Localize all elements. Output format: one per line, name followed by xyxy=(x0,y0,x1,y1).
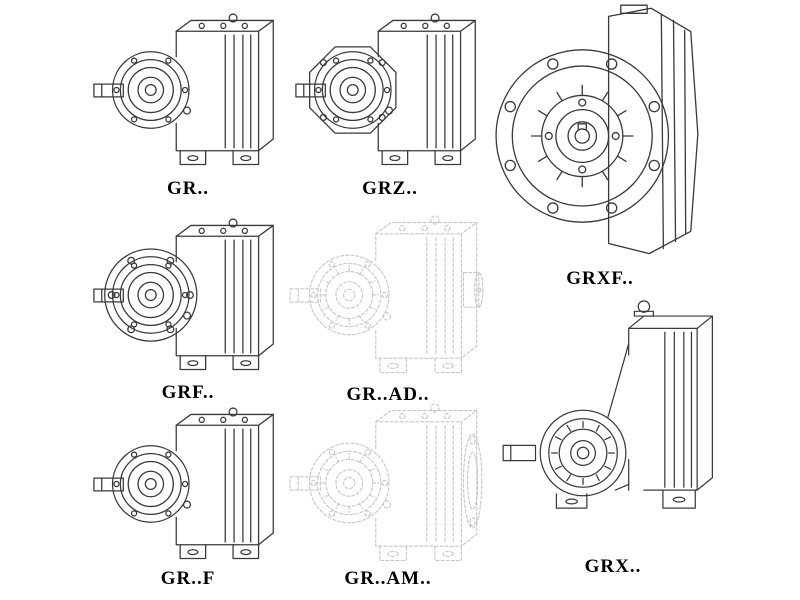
figure-grz: GRZ.. xyxy=(288,6,492,200)
figure-label-grz: GRZ.. xyxy=(362,178,418,199)
figure-gr-f: GR..F xyxy=(86,404,290,590)
figure-label-gr: GR.. xyxy=(167,178,209,199)
figure-grf: GRF.. xyxy=(86,212,290,404)
figure-gr-ad: GR..AD.. xyxy=(282,210,494,406)
figure-label-grx: GRX.. xyxy=(584,556,642,577)
figure-label-grxf: GRXF.. xyxy=(566,268,634,289)
gearbox-adapter-ghost-drawing xyxy=(289,215,484,374)
figure-gr-am: GR..AM.. xyxy=(282,402,494,590)
figure-grxf: GRXF.. xyxy=(488,4,712,290)
gearbox-octagon-flange-drawing xyxy=(295,13,476,166)
gearbox-round-flange-drawing xyxy=(93,218,274,371)
figure-label-gr-am: GR..AM.. xyxy=(344,568,432,589)
gearbox-foot-mounted-drawing-2 xyxy=(93,407,274,560)
figure-label-gr-f: GR..F xyxy=(160,568,216,589)
gearbox-foot-mounted-drawing xyxy=(93,13,274,166)
figure-gr: GR.. xyxy=(86,6,290,200)
gearbox-front-flange-drawing xyxy=(495,4,699,255)
figure-grx: GRX.. xyxy=(494,298,732,578)
gearbox-large-foot-drawing xyxy=(502,300,713,509)
gearbox-motor-flange-ghost-drawing xyxy=(289,403,483,562)
figure-label-grf: GRF.. xyxy=(161,382,215,403)
figure-label-gr-ad: GR..AD.. xyxy=(346,384,430,405)
